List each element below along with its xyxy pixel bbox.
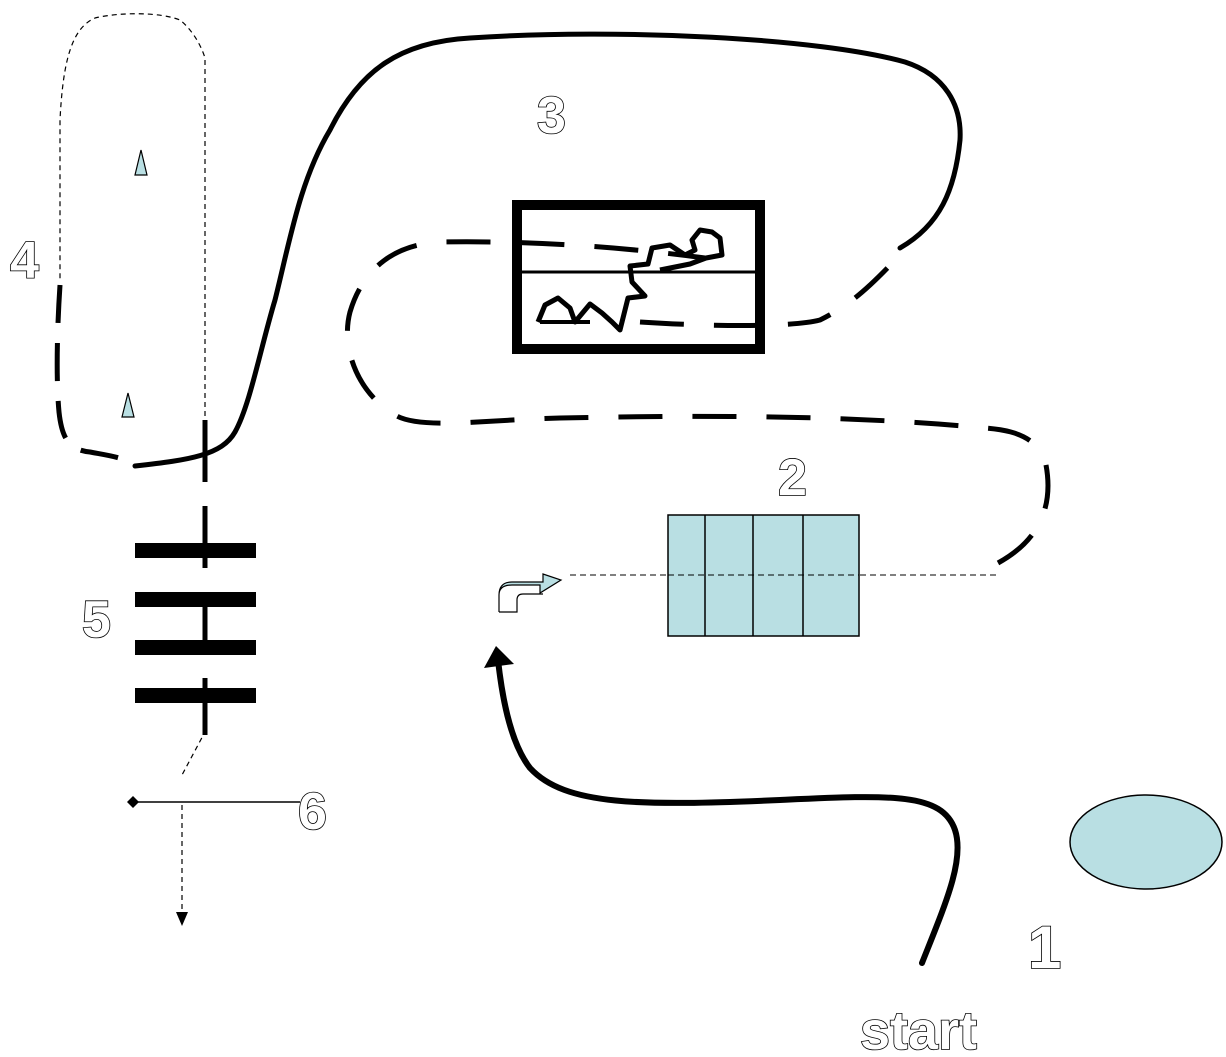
thick-dashed-loop-path [344,239,1051,566]
crossbar [135,688,256,703]
diamond-endpoint-icon [127,796,139,808]
label-step-6: 6 [298,783,327,841]
label-start: start [860,1001,977,1057]
label-step-4: 4 [10,232,39,290]
label-step-5: 5 [82,591,111,649]
station-4-thick-dashed-loop [54,284,126,463]
thick-solid-loop-path [132,31,963,469]
crossbar [135,543,256,558]
start-path-arrowhead [484,646,514,668]
station-1-ellipse [1069,794,1223,890]
label-step-1: 1 [1028,914,1061,981]
curved-turn-arrow-icon [498,573,563,612]
label-step-2: 2 [778,449,807,507]
squiggle-scribble [535,227,725,333]
label-step-3: 3 [537,87,566,145]
station-4-thin-dashed-loop [59,13,206,425]
exit-arrowhead [176,912,188,926]
start-path-arrow [495,657,961,966]
station-3-framed-box [512,200,765,354]
crossbar [135,592,256,607]
triangle-marker-icon [134,149,148,176]
triangle-marker-icon [121,392,135,418]
crossbar [135,640,256,655]
